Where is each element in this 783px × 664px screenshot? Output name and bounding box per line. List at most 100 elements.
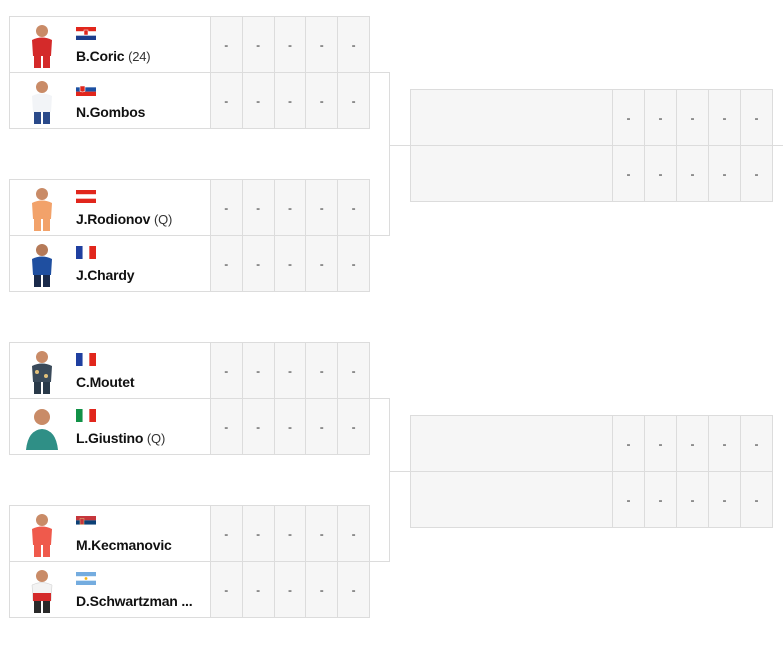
player-name[interactable]: L.Giustino (Q)	[76, 430, 166, 446]
set-score: -	[242, 180, 275, 235]
player-row[interactable]: N.Gombos - - - - -	[10, 73, 370, 128]
player-row[interactable]: L.Giustino (Q) - - - - -	[10, 399, 370, 454]
player-cell[interactable]: B.Coric (24)	[10, 17, 211, 72]
set-score: -	[677, 416, 709, 471]
set-score: -	[274, 506, 307, 561]
player-name[interactable]: N.Gombos	[76, 104, 146, 120]
france-flag-icon	[76, 353, 96, 366]
set-score: -	[338, 17, 370, 72]
player-row[interactable]: M.Kecmanovic - - - - -	[10, 506, 370, 562]
set-score: -	[210, 73, 243, 128]
set-score: -	[306, 180, 339, 235]
player-cell[interactable]: D.Schwartzman ...	[10, 562, 211, 617]
bracket-connector	[389, 471, 410, 472]
player-cell-empty	[411, 472, 613, 527]
player-cell[interactable]: L.Giustino (Q)	[10, 399, 211, 454]
player-row[interactable]: J.Chardy - - - - -	[10, 236, 370, 291]
set-score: -	[306, 17, 339, 72]
match-card-next-round[interactable]: - - - - - - - - - -	[410, 415, 773, 528]
player-photo	[20, 22, 64, 68]
seed-tag: (24)	[128, 49, 151, 64]
bracket-connector	[369, 235, 389, 236]
player-row[interactable]: C.Moutet - - - - -	[10, 343, 370, 399]
player-photo	[20, 78, 64, 124]
player-photo	[20, 567, 64, 613]
set-score: -	[741, 472, 772, 527]
set-score: -	[210, 399, 243, 454]
set-score: -	[741, 90, 772, 145]
set-score: -	[677, 146, 709, 201]
bracket-connector	[771, 145, 783, 146]
match-card[interactable]: J.Rodionov (Q) - - - - - J.Chardy - - - …	[9, 179, 370, 292]
set-score: -	[306, 399, 339, 454]
set-score: -	[210, 17, 243, 72]
player-photo	[20, 511, 64, 557]
argentina-flag-icon	[76, 572, 96, 585]
set-score: -	[645, 90, 677, 145]
player-name[interactable]: J.Rodionov (Q)	[76, 211, 173, 227]
set-score: -	[274, 562, 307, 617]
set-score: -	[338, 73, 370, 128]
set-score: -	[677, 90, 709, 145]
set-score: -	[338, 506, 370, 561]
match-card[interactable]: B.Coric (24) - - - - - N.Gombos - - - - …	[9, 16, 370, 129]
set-score: -	[274, 343, 307, 398]
italy-flag-icon	[76, 409, 96, 422]
bracket-connector	[369, 398, 389, 399]
player-row[interactable]: B.Coric (24) - - - - -	[10, 17, 370, 73]
set-score: -	[274, 236, 307, 291]
set-score: -	[338, 236, 370, 291]
player-row-tbd[interactable]: - - - - -	[411, 472, 772, 527]
set-score: -	[741, 416, 772, 471]
set-score: -	[613, 90, 645, 145]
set-score: -	[338, 180, 370, 235]
croatia-flag-icon	[76, 27, 96, 40]
player-name[interactable]: J.Chardy	[76, 267, 135, 283]
set-score: -	[242, 399, 275, 454]
player-cell-empty	[411, 416, 613, 471]
player-row-tbd[interactable]: - - - - -	[411, 90, 772, 146]
austria-flag-icon	[76, 190, 96, 203]
player-row[interactable]: J.Rodionov (Q) - - - - -	[10, 180, 370, 236]
bracket-connector	[389, 398, 390, 562]
set-score: -	[242, 562, 275, 617]
player-cell[interactable]: C.Moutet	[10, 343, 211, 398]
bracket-connector	[389, 145, 410, 146]
player-name[interactable]: D.Schwartzman ...	[76, 593, 193, 609]
player-cell[interactable]: N.Gombos	[10, 73, 211, 128]
qualifier-tag: (Q)	[153, 212, 173, 227]
player-photo	[20, 241, 64, 287]
player-photo	[20, 185, 64, 231]
bracket-connector	[369, 561, 389, 562]
set-score: -	[210, 236, 243, 291]
set-score: -	[645, 146, 677, 201]
qualifier-tag: (Q)	[146, 431, 166, 446]
serbia-flag-icon	[76, 516, 96, 529]
set-score: -	[613, 146, 645, 201]
set-score: -	[677, 472, 709, 527]
set-score: -	[613, 472, 645, 527]
set-score: -	[210, 343, 243, 398]
set-score: -	[338, 399, 370, 454]
player-cell[interactable]: J.Rodionov (Q)	[10, 180, 211, 235]
set-score: -	[645, 472, 677, 527]
player-cell[interactable]: J.Chardy	[10, 236, 211, 291]
player-name[interactable]: B.Coric (24)	[76, 48, 151, 64]
set-score: -	[274, 399, 307, 454]
player-photo	[20, 348, 64, 394]
player-row[interactable]: D.Schwartzman ... - - - - -	[10, 562, 370, 617]
player-row-tbd[interactable]: - - - - -	[411, 416, 772, 472]
set-score: -	[741, 146, 772, 201]
player-row-tbd[interactable]: - - - - -	[411, 146, 772, 201]
player-cell[interactable]: M.Kecmanovic	[10, 506, 211, 561]
match-card[interactable]: C.Moutet - - - - - L.Giustino (Q) - - - …	[9, 342, 370, 455]
set-score: -	[709, 146, 741, 201]
player-name[interactable]: C.Moutet	[76, 374, 135, 390]
set-score: -	[306, 562, 339, 617]
set-score: -	[242, 236, 275, 291]
set-score: -	[306, 236, 339, 291]
set-score: -	[306, 73, 339, 128]
player-name[interactable]: M.Kecmanovic	[76, 537, 172, 553]
match-card-next-round[interactable]: - - - - - - - - - -	[410, 89, 773, 202]
match-card[interactable]: M.Kecmanovic - - - - - D.Schwartzman ...…	[9, 505, 370, 618]
